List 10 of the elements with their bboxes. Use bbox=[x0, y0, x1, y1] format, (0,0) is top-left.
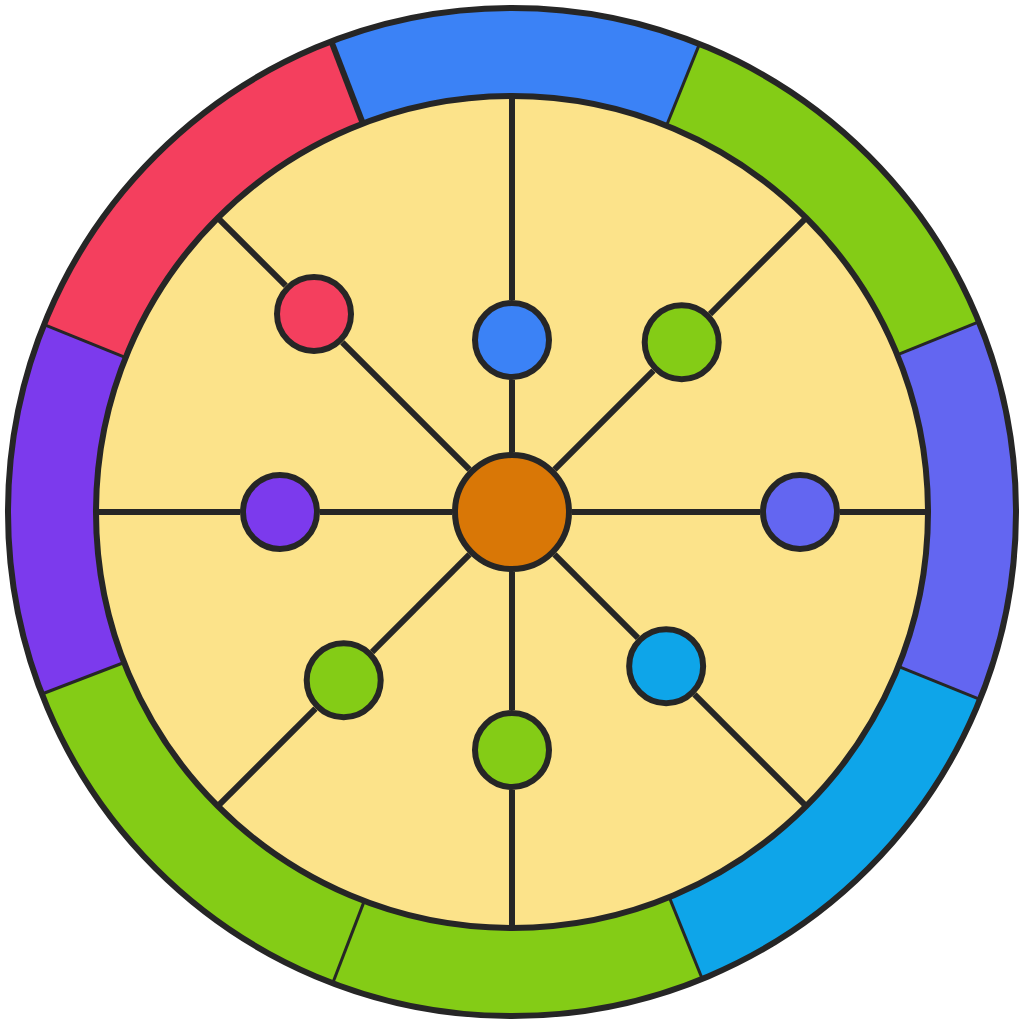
spoke-line bbox=[552, 552, 640, 640]
spoke-line bbox=[509, 572, 515, 710]
spoke-line bbox=[572, 509, 760, 515]
spoke-line bbox=[340, 340, 472, 472]
circle bbox=[452, 452, 572, 572]
spoke-line bbox=[369, 552, 472, 655]
spoke-line bbox=[320, 509, 452, 515]
spoke-line bbox=[509, 380, 515, 452]
spoke-line bbox=[552, 368, 656, 472]
circle bbox=[240, 472, 320, 552]
